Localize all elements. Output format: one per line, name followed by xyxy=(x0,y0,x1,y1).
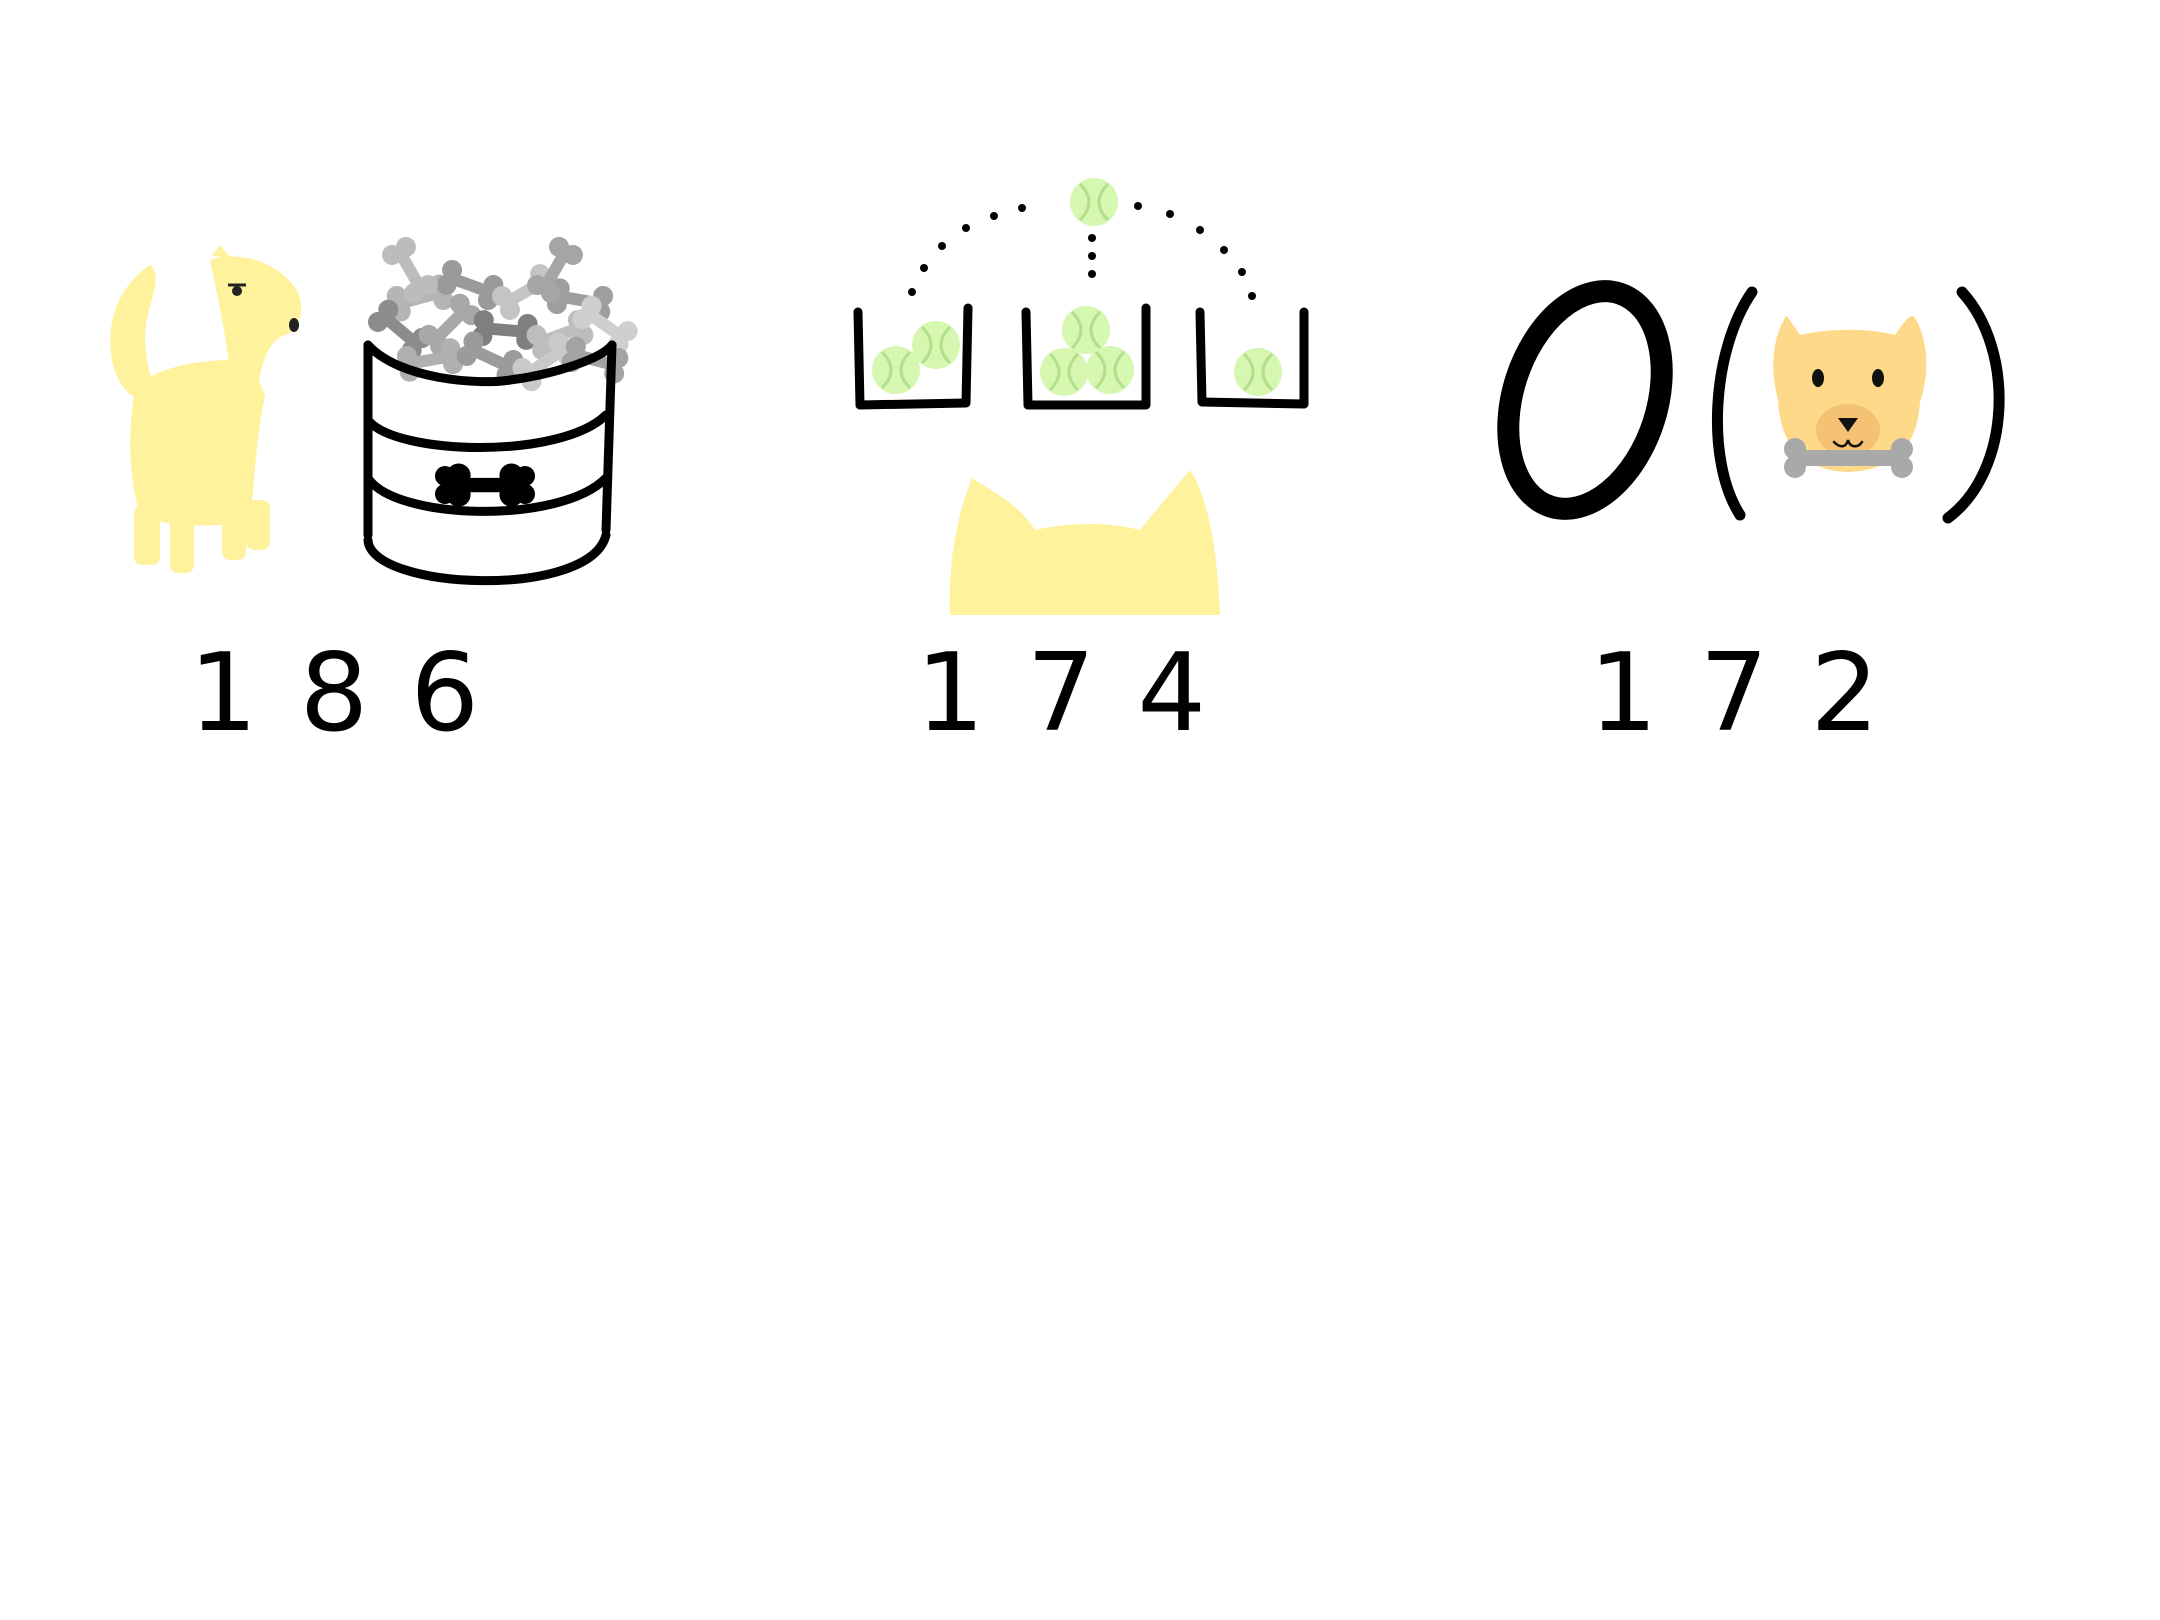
panel-1-illustration xyxy=(110,233,642,586)
bucket-bone-shape xyxy=(435,466,535,504)
tennis-ball-icon xyxy=(870,344,922,396)
tennis-ball-icon xyxy=(1232,346,1284,398)
tennis-ball-icon xyxy=(1060,304,1112,356)
dog-ears-icon xyxy=(949,470,1220,615)
panel-2-number: 174 xyxy=(915,631,1249,756)
tennis-ball-icon xyxy=(1038,346,1090,398)
bin-icon xyxy=(1021,303,1151,410)
tennis-ball-icon xyxy=(1068,176,1120,228)
dog-face-details xyxy=(228,283,299,332)
panel-2-illustration xyxy=(853,176,1309,615)
tennis-ball-icon xyxy=(910,319,962,371)
right-parenthesis-icon xyxy=(1942,286,2005,524)
bin-icon xyxy=(853,303,973,410)
dog-face-with-bone-icon xyxy=(1773,315,1927,478)
panel-1-number: 186 xyxy=(188,631,522,756)
panel-3-number: 172 xyxy=(1588,631,1922,756)
letter-o-icon xyxy=(1497,280,1673,520)
bin-icon xyxy=(1195,307,1309,409)
tennis-ball-icon xyxy=(1084,344,1136,396)
dog-icon xyxy=(110,245,302,573)
bucket-of-bones-icon xyxy=(363,340,617,586)
panel-3-illustration xyxy=(1497,280,2005,524)
dotted-arcs xyxy=(908,202,1256,300)
left-parenthesis-icon xyxy=(1711,286,1758,521)
